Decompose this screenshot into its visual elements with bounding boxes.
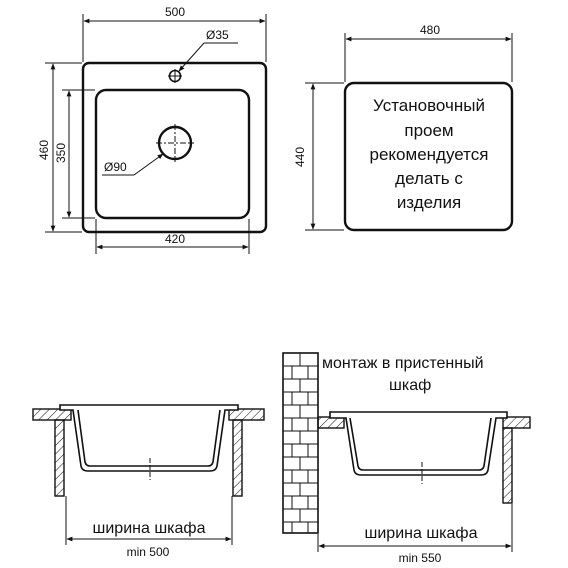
countertop-right	[228, 408, 265, 421]
dim-cutout-height: 440	[293, 147, 307, 167]
dim-inner-width: 420	[165, 232, 185, 246]
cabinet-wall-right	[232, 419, 243, 497]
brick-wall	[282, 352, 319, 534]
cabinet-width-caption: ширина шкафа	[365, 525, 478, 542]
cabinet-width-caption: ширина шкафа	[93, 520, 206, 537]
cabinet-min-width: min 550	[399, 551, 442, 565]
cutout-note-line: изделия	[397, 193, 461, 212]
drain-hole	[157, 125, 193, 161]
section-wall-cabinet: монтаж в пристенный шкаф ширина шкафа mi…	[282, 352, 531, 565]
dim-cutout-width: 480	[420, 23, 440, 37]
dim-faucet-hole: Ø35	[206, 28, 229, 42]
countertop-left	[32, 408, 72, 421]
wall-mount-note: шкаф	[389, 377, 431, 394]
cabinet-wall-right	[502, 427, 513, 504]
cutout-template: 480 440 Установочный проем рекомендуется…	[293, 23, 514, 232]
sink-outer-outline	[81, 61, 268, 234]
dim-outer-width: 500	[165, 5, 185, 19]
cutout-note-line: проем	[404, 121, 453, 140]
sink-profile	[329, 411, 508, 476]
dim-drain-hole: Ø90	[104, 160, 127, 174]
sink-profile	[59, 404, 239, 472]
sink-bowl-outline	[94, 88, 251, 220]
dim-inner-height: 350	[54, 143, 68, 163]
sink-top-view: 500 Ø35 Ø90 460 350 420	[37, 5, 268, 254]
section-standard-cabinet: ширина шкафа min 500	[32, 404, 265, 559]
cutout-outline	[343, 81, 514, 232]
cutout-note-line: рекомендуется	[370, 145, 489, 164]
cutout-note-line: Установочный	[373, 96, 485, 115]
cutout-note-line: делать с	[395, 169, 463, 188]
dim-outer-height: 460	[37, 140, 51, 160]
cabinet-wall-left	[54, 419, 65, 497]
cabinet-min-width: min 500	[127, 545, 170, 559]
wall-mount-note: монтаж в пристенный	[322, 355, 484, 372]
countertop-right	[502, 416, 531, 429]
